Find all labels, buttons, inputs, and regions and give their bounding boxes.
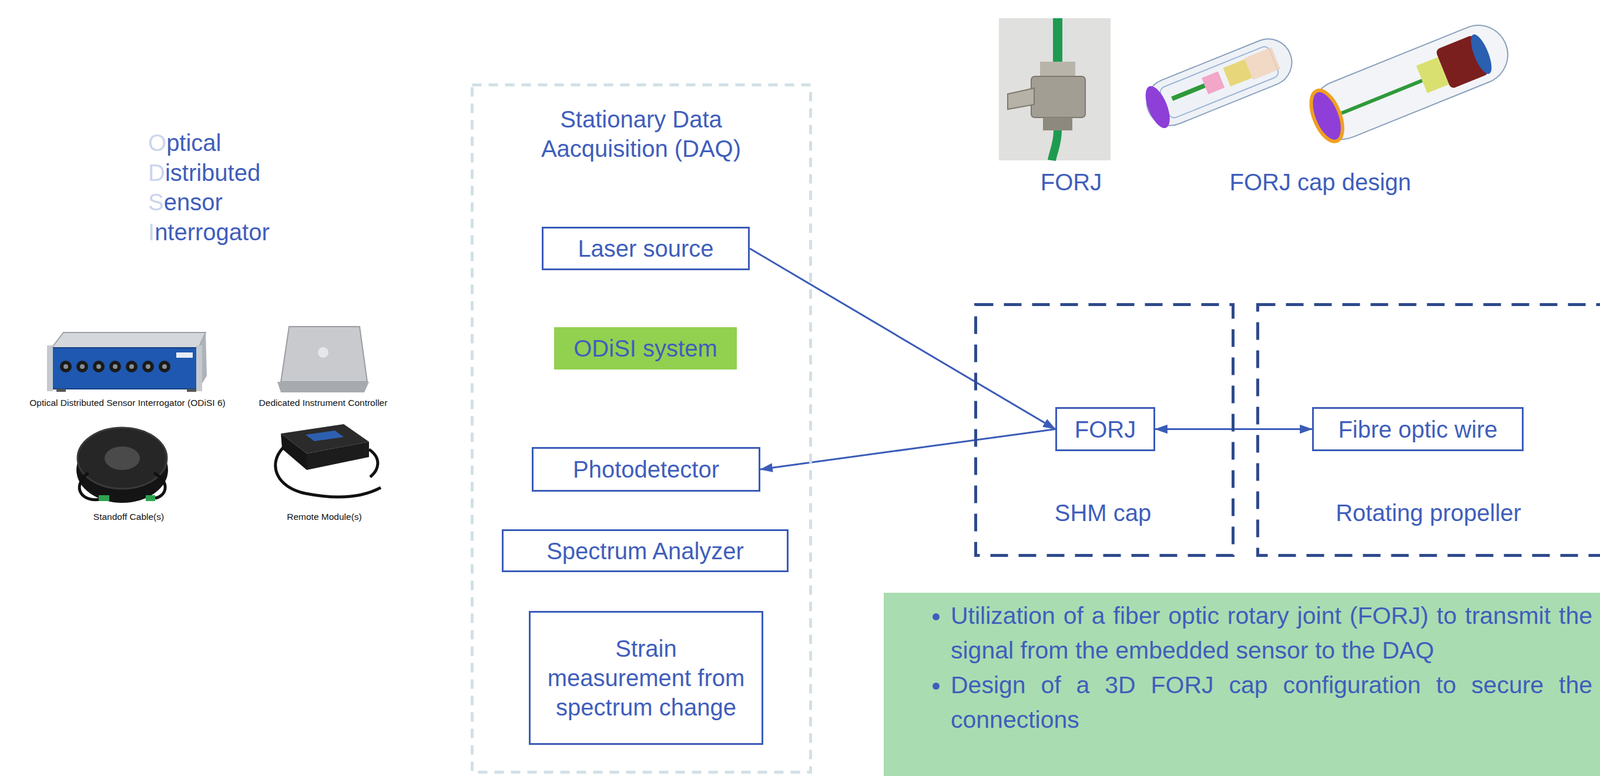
group-title: SHM cap — [985, 498, 1221, 528]
forj-photo-illustration-part — [998, 18, 1111, 161]
box-text: ODiSI system — [573, 333, 717, 364]
caption-label: Optical Distributed Sensor Interrogator … — [29, 397, 226, 409]
process-box: Spectrum Analyzer — [501, 529, 789, 573]
odisi-device-illustration-part — [145, 364, 151, 370]
odisi-device-illustration-part — [196, 345, 203, 392]
cable-reel-illustration-part — [79, 473, 100, 501]
bullet-list: Utilization of a fiber optic rotary join… — [883, 598, 1593, 738]
odisi-device-illustration-part — [125, 360, 138, 373]
forj-photo-illustration-part — [1031, 76, 1086, 118]
forj-cap-design-illustration-part — [1139, 31, 1299, 133]
caption-label: FORJ — [1040, 167, 1102, 197]
group-box: SHM cap FORJ — [974, 303, 1235, 558]
group-box: Rotating propeller Fibre optic wire — [1256, 303, 1600, 558]
forj-cap-design-illustration-part — [1341, 80, 1422, 113]
remote-module-illustration-part — [369, 449, 378, 478]
group-box: Stationary Data Aacquisition (DAQ) Laser … — [470, 83, 813, 774]
dashed-outline — [975, 304, 1234, 556]
acronym-word: Sensor — [148, 187, 223, 217]
dashed-outline — [1258, 304, 1600, 556]
odisi-device-illustration-part — [129, 364, 134, 370]
forj-cap-design-illustration — [1139, 31, 1299, 133]
laptop-illustration-part — [277, 381, 370, 393]
odisi-device-illustration-part — [76, 360, 89, 373]
forj-photo-illustration-part — [1042, 117, 1073, 131]
bullet-text: Design of a 3D FORJ cap configuration to… — [950, 668, 1593, 738]
highlight-box: ODiSI system — [554, 327, 737, 370]
note-box: Utilization of a fiber optic rotary join… — [883, 592, 1600, 776]
forj-cap-design-illustration-part — [1466, 31, 1496, 77]
odisi-device-illustration-part — [96, 364, 102, 370]
cable-reel-illustration-part — [98, 495, 110, 502]
acronym-word: Interrogator — [148, 217, 270, 247]
odisi-device-illustration-part — [63, 364, 69, 370]
odisi-device-illustration-part — [56, 388, 66, 392]
odisi-device-illustration-part — [176, 352, 193, 358]
process-box: Photodetector — [531, 447, 761, 492]
odisi-device-illustration-part — [59, 360, 72, 373]
odisi-device-illustration-part — [109, 360, 122, 373]
odisi-device-illustration — [47, 332, 207, 392]
connector-arrow — [749, 248, 1056, 430]
odisi-device-illustration-part — [47, 345, 53, 392]
box-text: Laser source — [577, 233, 714, 264]
forj-cap-design-illustration-part — [1140, 82, 1175, 132]
group-title: Rotating propeller — [1299, 498, 1558, 528]
odisi-device-illustration-part — [79, 364, 85, 370]
process-box: Laser source — [541, 226, 750, 271]
cable-reel-illustration-part — [77, 427, 167, 489]
caption-label: Dedicated Instrument Controller — [259, 397, 388, 409]
forj-photo-illustration-part — [1040, 61, 1076, 79]
forj-photo-illustration-part — [1051, 130, 1058, 161]
forj-cap-design-illustration-part — [1303, 16, 1517, 149]
odisi-device-illustration-part — [112, 364, 118, 370]
caption-label: Remote Module(s) — [286, 511, 362, 523]
box-text: FORJ — [1074, 414, 1136, 445]
odisi-device-illustration-part — [162, 364, 167, 370]
odisi-device-illustration-part — [51, 332, 206, 348]
group-title: Stationary Data Aacquisition (DAQ) — [535, 104, 747, 164]
connector-arrow — [760, 429, 1056, 471]
cable-reel-illustration-part — [153, 473, 166, 499]
forj-cap-design-illustration-part — [1171, 83, 1206, 102]
process-box: FORJ — [1055, 407, 1156, 452]
remote-module-illustration-part — [306, 441, 370, 471]
process-box: Strain measurement from spectrum change — [528, 611, 764, 746]
caption-label: FORJ cap design — [1229, 167, 1411, 197]
forj-cap-design-illustration-part — [1158, 45, 1280, 120]
laptop-illustration — [277, 326, 370, 393]
remote-module-illustration-part — [305, 430, 344, 442]
odisi-device-illustration-part — [142, 360, 154, 373]
odisi-device-illustration-part — [158, 360, 171, 373]
laptop-illustration-part — [280, 326, 368, 382]
odisi-device-illustration-part — [186, 388, 197, 392]
odisi-device-illustration-part — [51, 347, 199, 389]
acronym-word: Optical — [148, 128, 222, 158]
acronym-word: Distributed — [148, 158, 261, 188]
forj-cap-design-illustration-part — [1201, 71, 1225, 95]
laptop-illustration-part — [317, 347, 329, 358]
caption-label: Standoff Cable(s) — [93, 511, 164, 523]
forj-cap-design-illustration-part — [1305, 85, 1350, 146]
box-text: Fibre optic wire — [1337, 414, 1498, 445]
odisi-device-illustration-part — [92, 360, 105, 373]
forj-photo-illustration — [998, 18, 1111, 161]
remote-module-illustration-part — [280, 433, 307, 471]
cable-reel-illustration-part — [104, 446, 140, 471]
forj-cap-design-illustration — [1303, 16, 1517, 149]
forj-photo-illustration-part — [1007, 88, 1035, 110]
remote-module-illustration-part — [275, 447, 381, 498]
process-box: Fibre optic wire — [1312, 407, 1524, 452]
forj-cap-design-illustration-part — [1244, 47, 1281, 80]
dashed-outline — [472, 85, 811, 773]
remote-module-illustration — [275, 424, 381, 498]
cable-reel-illustration-part — [145, 495, 156, 502]
box-text: Spectrum Analyzer — [546, 536, 744, 566]
box-text: Strain measurement from spectrum change — [541, 634, 751, 723]
box-text: Photodetector — [572, 454, 720, 485]
cable-reel-illustration — [76, 427, 169, 503]
bullet-text: Utilization of a fiber optic rotary join… — [950, 598, 1593, 669]
